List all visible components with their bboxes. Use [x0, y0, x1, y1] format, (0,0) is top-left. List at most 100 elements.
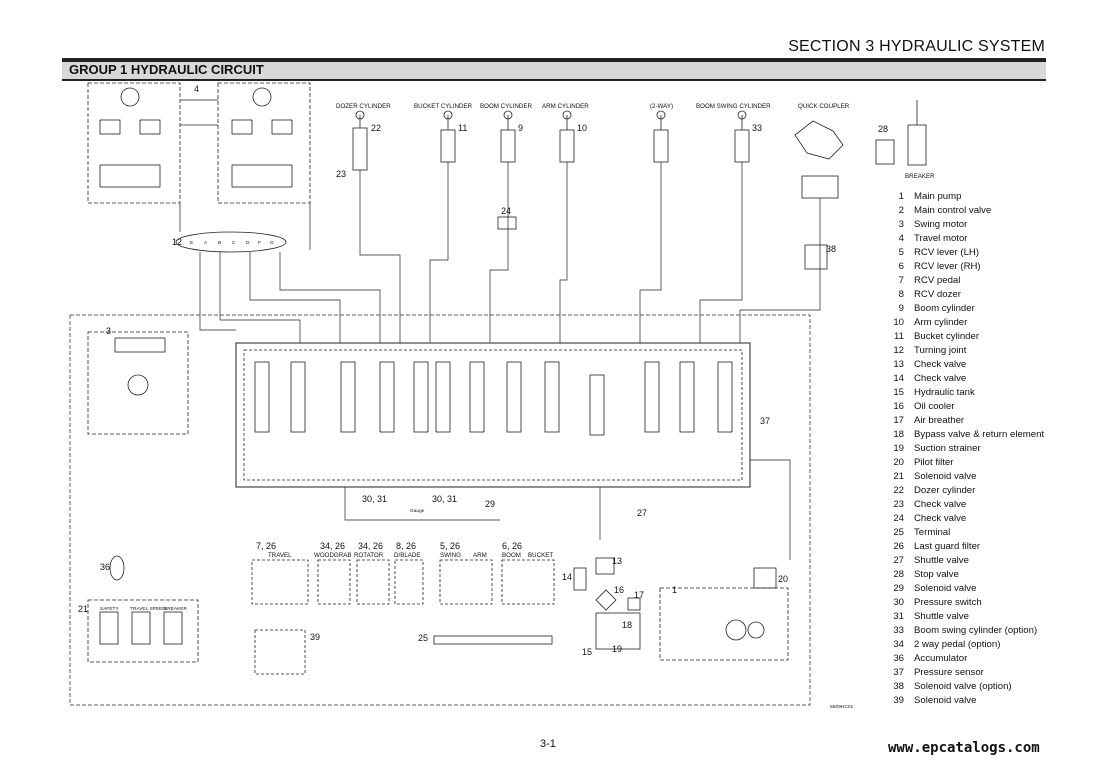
legend-number: 33	[893, 625, 904, 636]
label-bucket-cylinder: BUCKET CYLINDER	[414, 103, 473, 110]
legend-text: Turning joint	[914, 345, 967, 356]
legend-text: Pressure switch	[914, 597, 982, 608]
legend-text: Accumulator	[914, 653, 968, 664]
legend-text: RCV dozer	[914, 289, 961, 300]
solenoid-block	[87, 599, 199, 663]
legend-text: Arm cylinder	[914, 317, 968, 328]
label-gauge: Gauge	[410, 508, 425, 514]
legend-number: 24	[893, 513, 904, 524]
num-13: 13	[612, 556, 622, 566]
section-title: SECTION 3 HYDRAULIC SYSTEM	[788, 38, 1045, 55]
label-travel-speed: TRAVEL SPEED	[130, 606, 166, 612]
legend-text: Hydraulic tank	[914, 387, 975, 398]
svg-text:ROTATOR: ROTATOR	[354, 552, 384, 559]
legend-number: 15	[893, 387, 904, 398]
svg-text:B: B	[218, 240, 221, 246]
num-4: 4	[194, 84, 199, 94]
num-30-31-a: 30, 31	[362, 494, 387, 504]
legend-text: Main pump	[914, 191, 962, 202]
legend-text: Boom cylinder	[914, 303, 975, 314]
svg-text:D/BLADE: D/BLADE	[394, 552, 420, 559]
svg-text:7, 26: 7, 26	[256, 541, 276, 551]
num-17: 17	[634, 590, 644, 600]
main-control-valve	[235, 342, 751, 488]
label-boom-cylinder: BOOM CYLINDER	[480, 103, 532, 110]
label-2-way: (2-WAY)	[650, 103, 673, 110]
legend-number: 10	[893, 317, 904, 328]
num-12: 12	[172, 237, 182, 247]
legend-text: Air breather	[914, 415, 965, 426]
breaker-symbol	[907, 124, 927, 166]
num-23: 23	[336, 169, 346, 179]
label-breaker-sol: BREAKER	[164, 606, 187, 612]
legend-text: Terminal	[914, 527, 951, 538]
svg-text:5, 26: 5, 26	[440, 541, 460, 551]
label-dozer-cylinder: DOZER CYLINDER	[336, 103, 391, 110]
hydraulic-tank	[595, 612, 641, 650]
num-21: 21	[78, 604, 88, 614]
num-16: 16	[614, 585, 624, 595]
num-18: 18	[622, 620, 632, 630]
legend-number: 22	[893, 485, 904, 496]
legend-item: 10 Arm cylinder	[888, 316, 1044, 330]
main-pump-group	[659, 587, 789, 661]
legend-text: Solenoid valve	[914, 583, 977, 594]
legend-number: 31	[893, 611, 904, 622]
num-30-31-b: 30, 31	[432, 494, 457, 504]
header-rule	[62, 58, 1046, 60]
label-boom-swing-cylinder: BOOM SWING CYLINDER	[696, 103, 771, 110]
legend-text: Solenoid valve	[914, 471, 977, 482]
num-27: 27	[637, 508, 647, 518]
control-labels: 7, 26 TRAVEL 34, 26 WOODGRAB 34, 26 ROTA…	[256, 541, 553, 559]
legend-text: 2 way pedal (option)	[914, 639, 1001, 650]
legend-number: 13	[893, 359, 904, 370]
legend-number: 2	[898, 205, 904, 216]
turning-joint	[175, 231, 287, 253]
legend-number: 23	[893, 499, 904, 510]
svg-text:34, 26: 34, 26	[320, 541, 345, 551]
legend-number: 6	[898, 261, 904, 272]
legend-text: Travel motor	[914, 233, 968, 244]
legend-text: Last guard filter	[914, 541, 981, 552]
num-36: 36	[100, 562, 110, 572]
legend-number: 14	[893, 373, 904, 384]
turning-joint-ports: E A B C D F G	[190, 240, 274, 246]
legend-text: Suction strainer	[914, 443, 981, 454]
accumulator-symbol	[109, 555, 125, 581]
page-number: 3-1	[540, 738, 556, 750]
svg-text:D: D	[246, 240, 250, 246]
control-pedal-blocks	[251, 559, 555, 675]
legend-item: 26 Last guard filter	[888, 540, 1044, 554]
legend-number: 1	[898, 191, 904, 202]
legend-text: Pressure sensor	[914, 667, 984, 678]
svg-text:BUCKET: BUCKET	[528, 552, 553, 559]
num-22: 22	[371, 123, 381, 133]
swing-motor-block	[87, 331, 189, 435]
label-quick-coupler: QUICK COUPLER	[798, 103, 850, 110]
travel-motor-left	[87, 82, 181, 204]
num-33: 33	[752, 123, 762, 133]
legend-number: 26	[893, 541, 904, 552]
num-25: 25	[418, 633, 428, 643]
legend-number: 34	[893, 639, 904, 650]
num-1: 1	[672, 585, 677, 595]
num-38: 38	[826, 244, 836, 254]
